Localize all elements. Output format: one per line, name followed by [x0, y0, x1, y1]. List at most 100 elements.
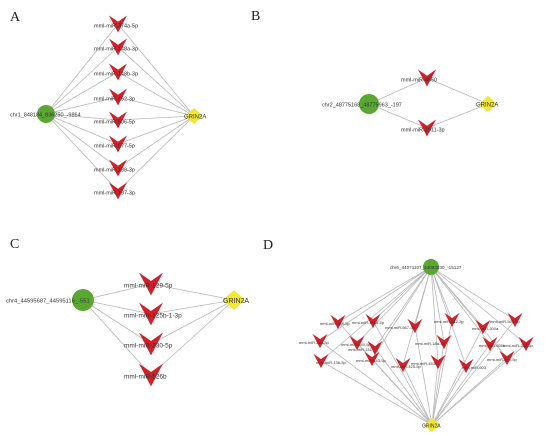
edge: [45, 71, 119, 115]
edge: [45, 46, 119, 115]
edge: [319, 340, 433, 426]
edge: [117, 23, 195, 117]
edge: [82, 299, 152, 345]
edge: [371, 358, 433, 426]
target-node-label: GRIN2A: [422, 423, 441, 429]
edge: [430, 266, 491, 345]
edge: [402, 266, 432, 366]
edge: [414, 325, 433, 426]
source-node-icon: [423, 259, 439, 275]
mirna-label: mml-miR-208-5p: [503, 343, 534, 348]
edge: [426, 77, 489, 105]
target-node-label: GRIN2A: [476, 103, 498, 109]
mirna-label: mml-miR-25a-5p: [299, 340, 330, 345]
mirna-node-icon: [330, 314, 346, 330]
target-node-icon: [185, 108, 203, 124]
mirna-label: mml-miR-197-3p: [94, 190, 135, 196]
source-node-icon: [359, 94, 379, 114]
edge: [426, 103, 489, 129]
edge: [319, 266, 432, 342]
mirna-node-icon: [139, 332, 163, 356]
edge: [371, 266, 432, 360]
edge: [431, 361, 439, 426]
mirna-node-icon: [458, 358, 474, 374]
mirna-node-icon: [139, 363, 163, 387]
edge: [82, 299, 152, 376]
mirna-node-icon: [395, 357, 411, 373]
mirna-node-icon: [436, 334, 452, 350]
target-node-icon: [223, 290, 245, 310]
edge: [430, 266, 527, 345]
mirna-label: mml-miR-4650: [401, 77, 437, 83]
mirna-node-icon: [475, 319, 491, 335]
mirna-label: mml-miR-152-3p: [94, 96, 135, 102]
edge: [368, 77, 428, 105]
mirna-label: mml-miR-577-5p: [94, 143, 135, 149]
edge: [117, 96, 195, 117]
mirna-node-icon: [109, 182, 127, 200]
edge: [45, 113, 119, 169]
mirna-node-icon: [407, 318, 423, 334]
mirna-label: mml-miR-593-3p: [490, 319, 521, 324]
mirna-label: mml-miR-125b-1-3p: [124, 313, 182, 320]
edge: [45, 113, 119, 145]
mirna-node-icon: [418, 119, 436, 137]
source-node-icon: [37, 105, 55, 123]
mirna-node-icon: [139, 302, 163, 326]
edge: [431, 319, 453, 426]
target-node-label: GRIN2A: [184, 115, 206, 121]
edge: [82, 299, 152, 315]
mirna-label: mml-miR-148a-3p: [94, 46, 138, 52]
mirna-node-icon: [109, 159, 127, 177]
mirna-label: mml-miR-330-5p: [124, 343, 173, 350]
mirna-label: mml-miR-374a-5p: [94, 23, 138, 29]
mirna-label: mml-miR-425-5p: [391, 364, 422, 369]
edge: [374, 347, 433, 426]
edge: [117, 71, 195, 117]
mirna-label: mml-miR-567-3p: [385, 325, 416, 330]
edge: [45, 96, 119, 115]
mirna-node-icon: [109, 88, 127, 106]
mirna-label: mml-miR-148b-3p: [94, 71, 138, 77]
edge: [374, 266, 432, 349]
edge: [431, 319, 516, 426]
source-node-label: chr6_44071107_44093030_-15127: [390, 265, 462, 270]
mirna-node-icon: [430, 354, 446, 370]
source-node-label: chr1_848184_836250_-9864: [10, 112, 81, 118]
edge: [431, 341, 445, 426]
mirna-node-icon: [507, 312, 523, 328]
mirna-node-icon: [518, 336, 534, 352]
mirna-node-icon: [482, 336, 498, 352]
source-node-label: chr2_48775168_48775963_-197: [322, 102, 402, 108]
mirna-node-icon: [109, 38, 127, 56]
mirna-label: mml-miR-129-5p: [124, 283, 173, 290]
edge: [402, 364, 433, 426]
edge: [117, 115, 195, 145]
edge: [431, 357, 508, 426]
edge: [117, 115, 195, 121]
edge: [320, 360, 433, 426]
mirna-label: mml-miR-519-5p: [487, 357, 518, 362]
mirna-node-icon: [499, 350, 515, 366]
edge: [45, 23, 119, 115]
mirna-label: mml-miR-340-5p: [341, 342, 372, 347]
target-node-label: GRIN2A: [223, 298, 249, 305]
edge: [150, 299, 235, 345]
panel-letter-a: A: [10, 10, 21, 25]
edge: [431, 365, 467, 426]
edge: [430, 266, 445, 343]
mirna-node-icon: [109, 111, 127, 129]
panel-letter-b: B: [251, 9, 260, 24]
mirna-label: mml-miR-1911-3p: [401, 127, 445, 133]
edge: [431, 326, 484, 426]
mirna-label: mml-miR-603: [462, 365, 487, 370]
target-node-icon: [424, 418, 440, 432]
mirna-node-icon: [418, 69, 436, 87]
mirna-label: mml-miR-143-5p: [356, 358, 387, 363]
edge: [117, 46, 195, 117]
edge: [368, 103, 428, 129]
mirna-label: mml-miR-539-5p: [320, 321, 351, 326]
edge: [337, 266, 432, 323]
